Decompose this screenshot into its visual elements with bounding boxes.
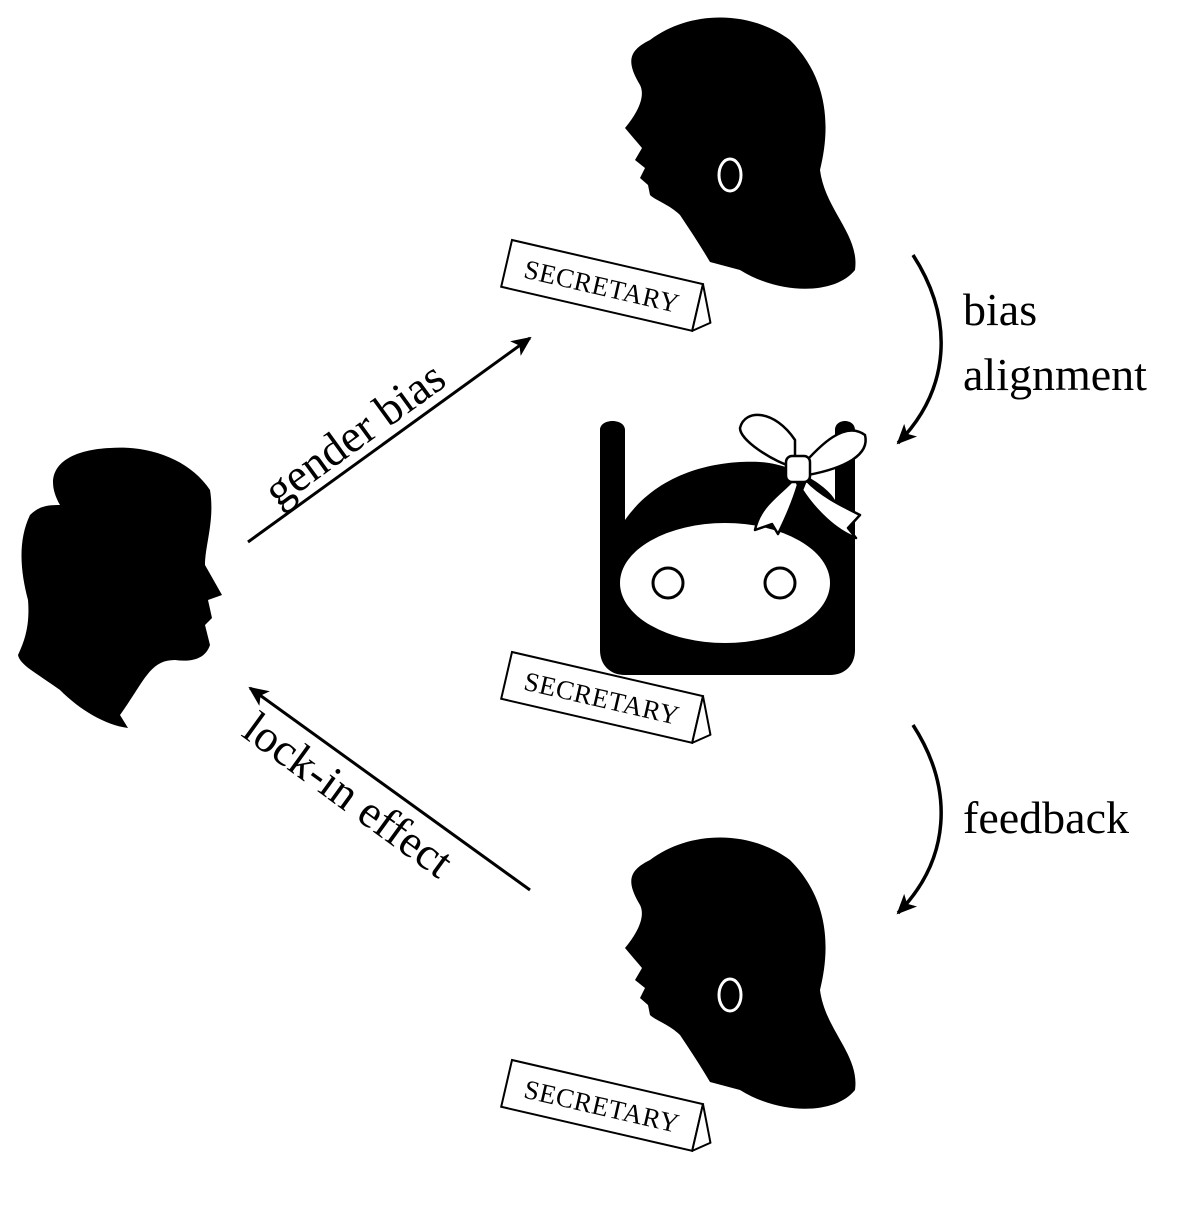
man-silhouette-icon [18,447,222,728]
gender-bias-arrow [247,336,532,544]
woman-silhouette-icon [625,837,856,1109]
name-plate-top: SECRETARY [500,238,712,333]
bow-icon [738,413,867,540]
feedback-arrow [896,724,943,915]
lock-in-arrow [248,686,531,892]
robot-with-bow-icon [600,413,867,675]
bias-alignment-arrow [896,254,943,445]
gender-bias-label: gender bias [254,351,454,516]
bias-label-line2: alignment [963,349,1147,400]
lock-in-label: lock-in effect [234,702,463,888]
bias-label-line1: bias [963,284,1037,335]
feedback-label: feedback [963,792,1129,843]
woman-silhouette-icon [625,17,856,289]
name-plate-bottom: SECRETARY [500,1058,712,1153]
